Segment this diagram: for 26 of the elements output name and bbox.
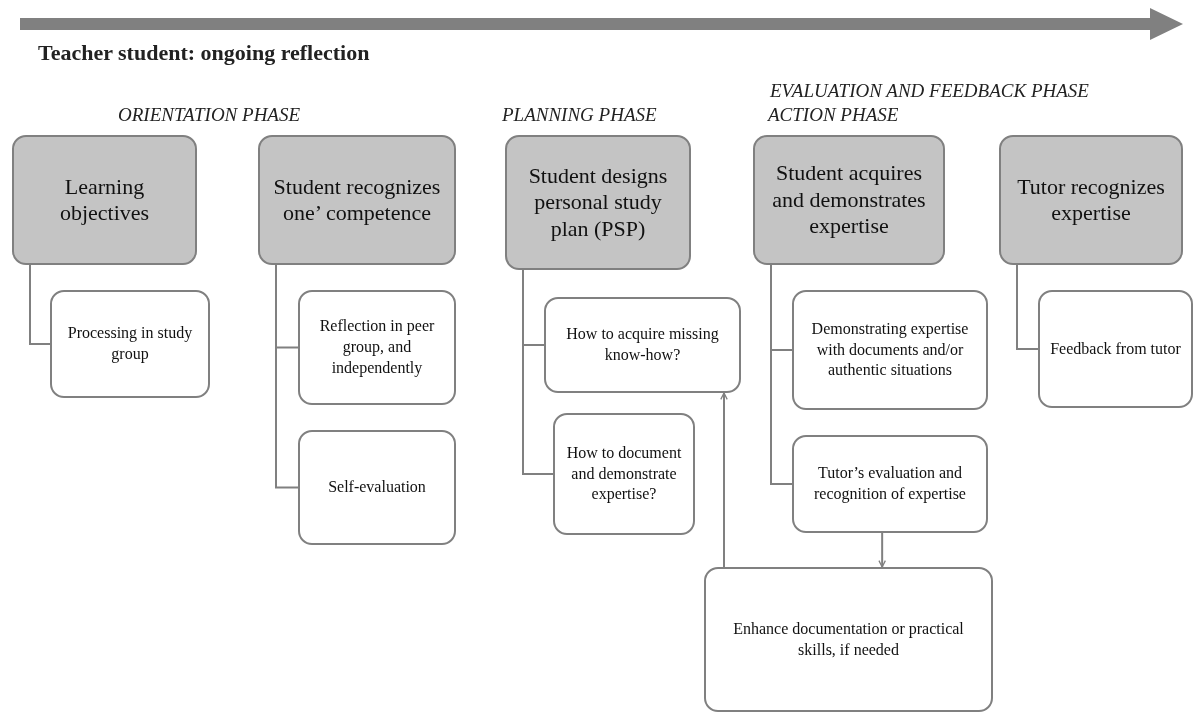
step-box: Demonstrating expertise with documents and/or authentic situations [792,290,988,410]
phase-label: EVALUATION AND FEEDBACK PHASE [770,80,1089,102]
connector-line [275,264,299,489]
step-box: How to document and demonstrate expertise? [553,413,695,535]
phase-box: Student designs personal study plan (PSP) [505,135,691,270]
connector-line [770,264,793,485]
phase-box: Student recognizes one’ competence [258,135,456,265]
phase-box: Tutor recognizes expertise [999,135,1183,265]
connector-line [29,264,51,345]
step-box: Self-evaluation [298,430,456,545]
arrow [720,392,728,568]
connector-line [1016,264,1039,350]
phase-label: PLANNING PHASE [502,104,657,126]
step-box: Processing in study group [50,290,210,398]
step-box: Enhance documentation or practical skills, if needed [704,567,993,712]
step-box: Tutor’s evaluation and recognition of expertise [792,435,988,533]
phase-box: Student acquires and demonstrates expertise [753,135,945,265]
phase-label: ORIENTATION PHASE [118,104,301,126]
phase-box: Learning objectives [12,135,197,265]
timeline-title: Teacher student: ongoing reflection [38,40,370,66]
step-box: Feedback from tutor [1038,290,1193,408]
phase-label: ACTION PHASE [768,104,899,126]
arrow [878,532,886,568]
step-box: How to acquire missing know-how? [544,297,741,393]
connector-line [522,269,554,475]
step-box: Reflection in peer group, and independently [298,290,456,405]
